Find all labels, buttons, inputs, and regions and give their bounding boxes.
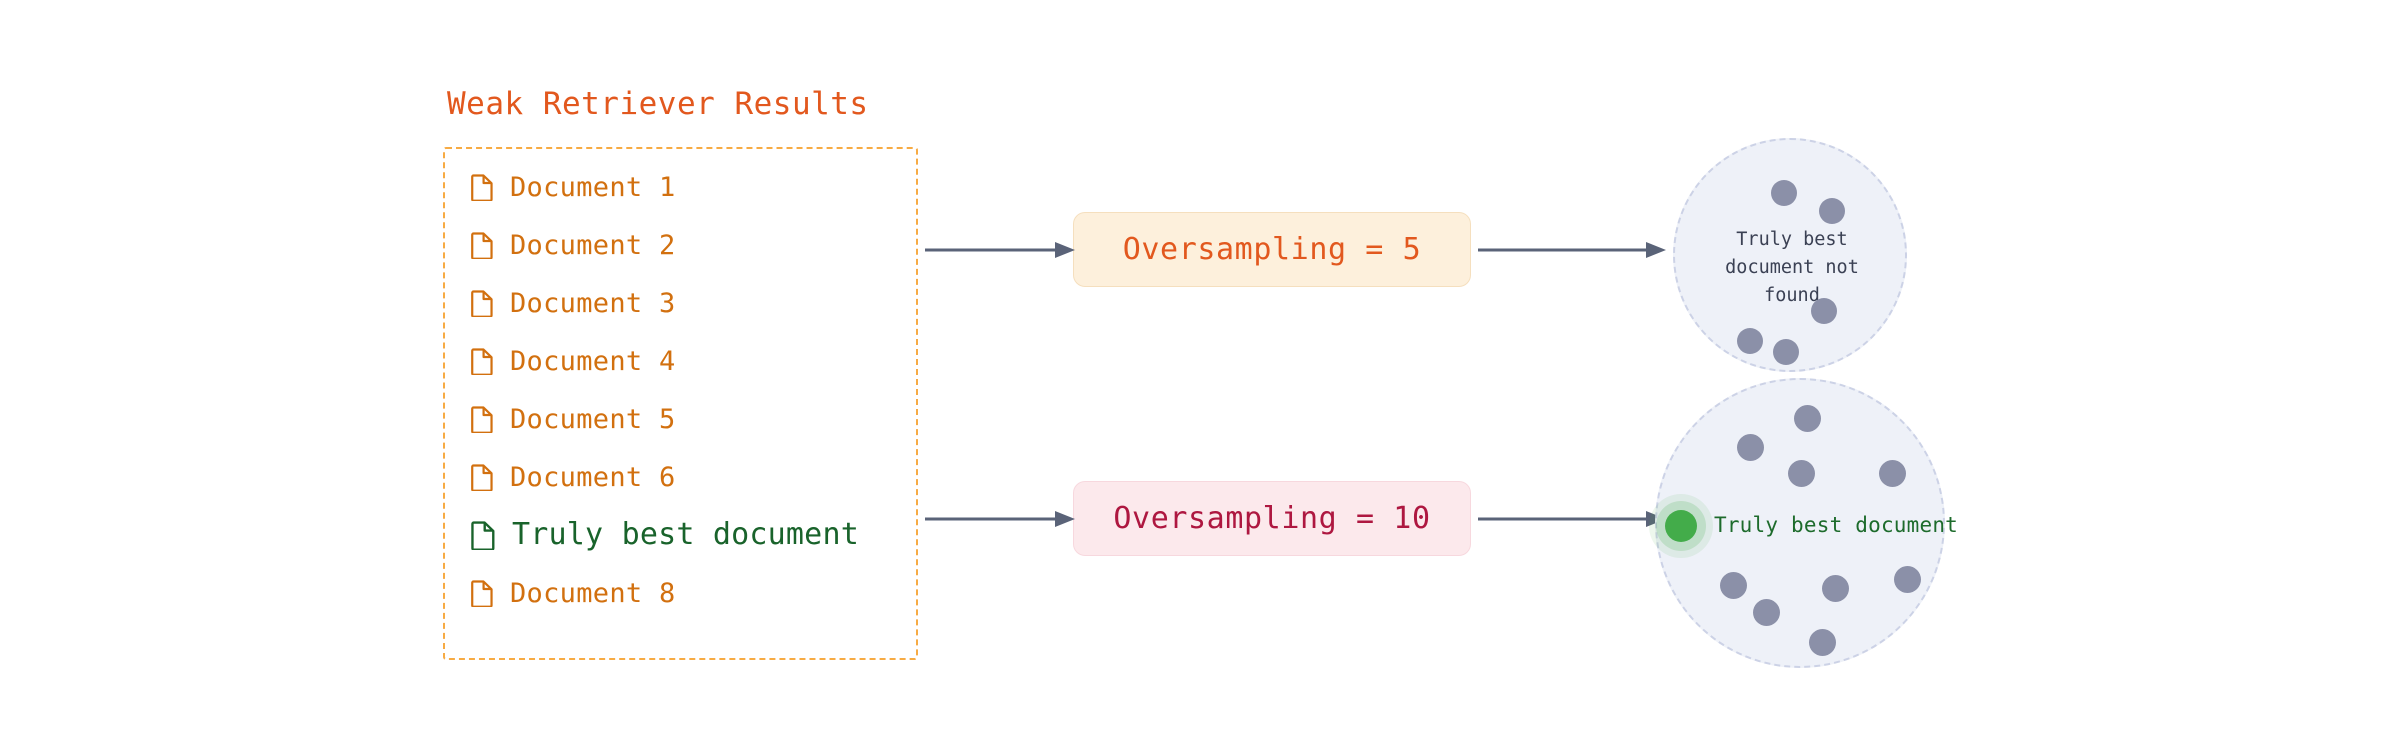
retrieved-document-dot xyxy=(1720,572,1747,599)
document-row-best[interactable]: Truly best document xyxy=(471,515,859,555)
file-icon xyxy=(471,289,493,317)
document-row[interactable]: Document 8 xyxy=(471,573,676,613)
document-row[interactable]: Document 2 xyxy=(471,225,676,265)
document-label: Document 8 xyxy=(510,577,676,609)
retrieved-document-dot xyxy=(1788,460,1815,487)
retrieved-document-dot xyxy=(1773,339,1799,365)
file-icon xyxy=(471,347,493,375)
oversampling-5-label: Oversampling = 5 xyxy=(1122,232,1422,267)
retrieved-document-dot xyxy=(1811,298,1837,324)
file-icon xyxy=(471,405,493,433)
file-icon xyxy=(471,231,493,259)
file-icon xyxy=(471,463,493,491)
arrow-docs-to-oversampling-5 xyxy=(925,242,1075,258)
retrieved-document-dot xyxy=(1879,460,1906,487)
retrieved-document-dot xyxy=(1819,198,1845,224)
oversampling-10-label: Oversampling = 10 xyxy=(1113,501,1431,536)
result-caption-found: Truly best document xyxy=(1714,513,1959,537)
arrow-oversampling-10-to-result xyxy=(1478,511,1666,527)
document-label: Document 2 xyxy=(510,229,676,261)
document-label: Document 5 xyxy=(510,403,676,435)
file-icon xyxy=(471,520,495,550)
retrieved-document-dot xyxy=(1771,180,1797,206)
document-row[interactable]: Document 5 xyxy=(471,399,676,439)
oversampling-5-node[interactable]: Oversampling = 5 xyxy=(1073,212,1471,287)
file-icon xyxy=(471,579,493,607)
weak-retriever-results-panel: Document 1 Document 2 Document 3 Document 4… xyxy=(443,147,918,660)
document-label: Document 3 xyxy=(510,287,676,319)
oversampling-10-node[interactable]: Oversampling = 10 xyxy=(1073,481,1471,556)
file-icon xyxy=(471,173,493,201)
document-row[interactable]: Document 1 xyxy=(471,167,676,207)
retrieved-document-dot xyxy=(1822,575,1849,602)
document-label: Document 1 xyxy=(510,171,676,203)
document-label: Document 4 xyxy=(510,345,676,377)
retrieved-document-dot xyxy=(1809,629,1836,656)
retrieved-document-dot xyxy=(1737,328,1763,354)
retrieved-document-dot xyxy=(1737,434,1764,461)
retrieved-document-dot xyxy=(1794,405,1821,432)
document-row[interactable]: Document 3 xyxy=(471,283,676,323)
document-label: Document 6 xyxy=(510,461,676,493)
arrow-docs-to-oversampling-10 xyxy=(925,511,1075,527)
document-row[interactable]: Document 6 xyxy=(471,457,676,497)
document-row[interactable]: Document 4 xyxy=(471,341,676,381)
retrieved-document-dot xyxy=(1894,566,1921,593)
result-circle-found: Truly best document xyxy=(1655,378,1958,668)
page-title: Weak Retriever Results xyxy=(447,86,869,122)
arrow-oversampling-5-to-result xyxy=(1478,242,1666,258)
best-document-marker-icon xyxy=(1665,510,1697,542)
document-label: Truly best document xyxy=(512,517,859,552)
retrieved-document-dot xyxy=(1753,599,1780,626)
